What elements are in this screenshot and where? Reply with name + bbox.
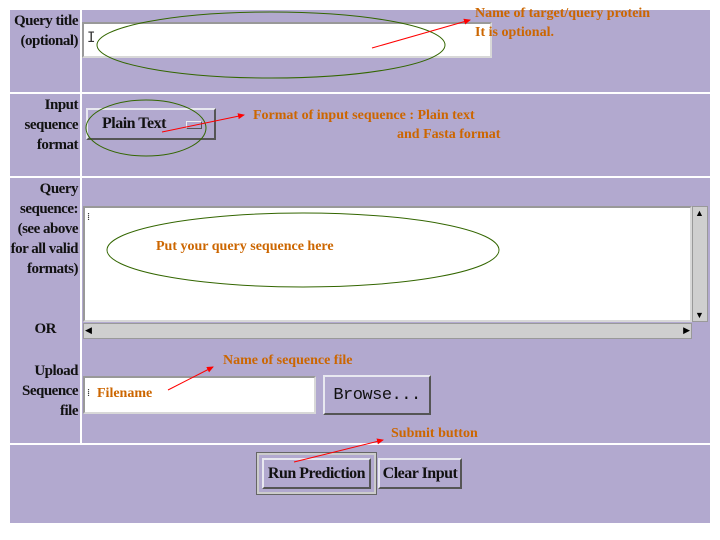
title-arrow [371, 18, 471, 49]
submit-note: Submit button [391, 426, 478, 441]
dropdown-indicator-icon [186, 121, 202, 129]
title-note-1: Name of target/query protein [475, 6, 651, 21]
row-format-label-cell [10, 94, 80, 176]
row-title-label-cell [10, 10, 80, 92]
format-select[interactable]: Plain Text [86, 108, 216, 140]
text-cursor-icon: ⁞ [87, 210, 91, 223]
sequence-note: Put your query sequence here [156, 239, 334, 254]
scroll-left-icon: ◀ [85, 325, 92, 335]
file-note: Name of sequence file [223, 353, 353, 368]
sequence-textarea[interactable]: ⁞ [83, 206, 692, 322]
clear-input-button[interactable]: Clear Input [378, 458, 462, 489]
text-cursor-icon: ⁞ [87, 386, 91, 399]
run-prediction-button[interactable]: Run Prediction [262, 458, 371, 489]
or-label: OR [34, 321, 57, 337]
file-arrow [167, 366, 214, 391]
format-select-value: Plain Text [102, 115, 166, 132]
vertical-scrollbar[interactable]: ▲▼ [692, 206, 708, 322]
file-input[interactable]: ⁞ Filename [83, 376, 316, 414]
upload-label: Upload Sequence file [22, 363, 79, 419]
format-ellipse [85, 99, 207, 157]
scroll-down-icon: ▼ [695, 310, 704, 320]
filename-value: Filename [97, 386, 153, 401]
query-title-label: Query title (optional) [13, 13, 79, 49]
row-sequence-label-cell [10, 178, 80, 443]
query-title-input[interactable]: I [82, 22, 492, 58]
input-format-label: Input sequence format [24, 97, 79, 153]
format-arrow [161, 113, 245, 133]
query-sequence-label: Query sequence: (see above for all valid… [10, 181, 79, 277]
text-cursor-icon: I [87, 30, 96, 46]
format-note-1: Format of input sequence : Plain text [253, 108, 475, 123]
scroll-right-icon: ▶ [683, 325, 690, 335]
scroll-up-icon: ▲ [695, 208, 704, 218]
submit-arrow [293, 438, 384, 463]
browse-button[interactable]: Browse... [323, 375, 431, 415]
horizontal-scrollbar[interactable]: ◀▶ [83, 323, 692, 339]
sequence-ellipse [106, 212, 500, 288]
format-note-2: and Fasta format [397, 127, 501, 142]
title-ellipse [96, 11, 446, 79]
title-note-2: It is optional. [475, 25, 554, 40]
run-button-focus-ring [256, 452, 377, 495]
